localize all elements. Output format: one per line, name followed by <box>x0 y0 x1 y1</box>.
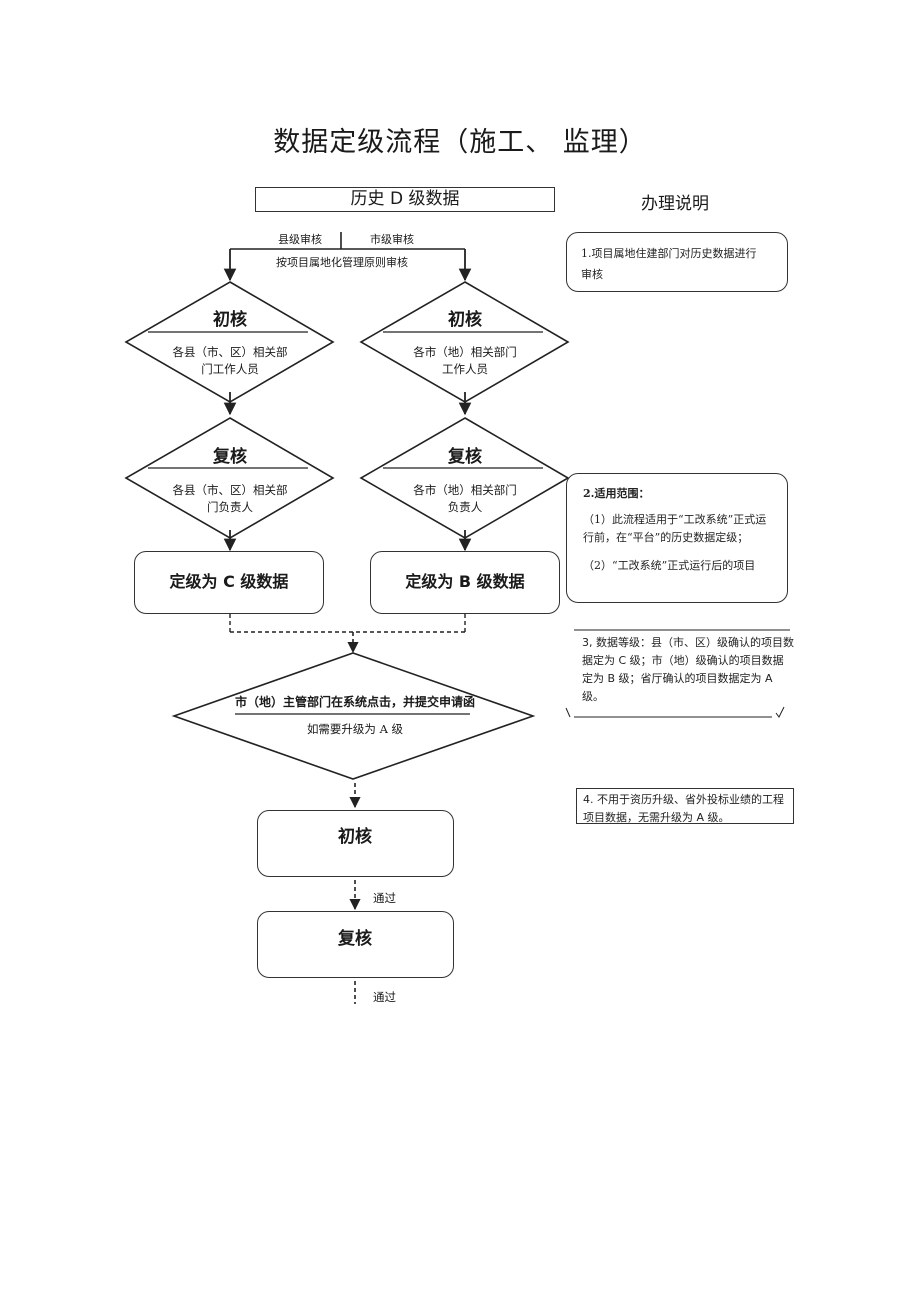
city-result-box: 定级为 B 级数据 <box>370 551 560 614</box>
city-review-label: 市级审核 <box>370 233 414 246</box>
city-second-title: 复核 <box>448 447 482 467</box>
city-initial-title: 初核 <box>448 310 482 330</box>
note-1-box: 1.项目属地住建部门对历史数据进行 审核 <box>566 232 788 292</box>
note-2-body: （1）此流程适用于“工改系统”正式运行前，在“平台”的历史数据定级； <box>583 513 767 544</box>
note-1-cut: 审核 <box>581 268 603 281</box>
city-second-sub: 各市（地）相关部门负责人 <box>413 483 517 514</box>
upgrade-initial-title: 初核 <box>338 827 372 847</box>
county-initial-title: 初核 <box>213 310 247 330</box>
note3-right-tick <box>775 706 785 718</box>
upgrade-second-title: 复核 <box>338 929 372 949</box>
upgrade-sub: 如需要升级为 A 级 <box>306 722 404 736</box>
note-2-title: 2.适用范围： <box>583 487 650 500</box>
explain-heading: 办理说明 <box>641 194 709 214</box>
page-title: 数据定级流程（施工、 监理） <box>273 127 647 158</box>
upgrade-second-box <box>257 911 454 978</box>
note-4-text: 4. 不用于资历升级、省外投标业绩的工程项目数据，无需升级为 A 级。 <box>583 793 784 824</box>
upgrade-initial-box <box>257 810 454 877</box>
upgrade-diamond <box>171 652 536 780</box>
county-initial-sub: 各县（市、区）相关部门工作人员 <box>172 345 288 376</box>
source-data-label: 历史 D 级数据 <box>350 189 460 209</box>
county-review-label: 县级审核 <box>278 233 322 246</box>
city-second-diamond <box>359 417 570 539</box>
county-result-box: 定级为 C 级数据 <box>134 551 324 614</box>
note-4-box: 4. 不用于资历升级、省外投标业绩的工程项目数据，无需升级为 A 级。 <box>576 788 794 824</box>
note-3-text: 3, 数据等级：县（市、区）级确认的项目数据定为 C 级；市（地）级确认的项目数… <box>582 636 794 703</box>
county-second-diamond <box>124 417 335 539</box>
county-second-title: 复核 <box>213 447 247 467</box>
source-data-box: 历史 D 级数据 <box>255 187 555 212</box>
county-second-sub: 各县（市、区）相关部门负责人 <box>172 483 288 514</box>
pass-label-1: 通过 <box>373 891 396 905</box>
review-principle-label: 按项目属地化管理原则审核 <box>276 256 408 269</box>
upgrade-title: 市（地）主管部门在系统点击，并提交申请函 <box>234 695 475 709</box>
city-result-label: 定级为 B 级数据 <box>405 572 525 591</box>
county-initial-diamond <box>124 281 335 403</box>
note-2-box: 2.适用范围： （1）此流程适用于“工改系统”正式运行前，在“平台”的历史数据定… <box>566 473 788 603</box>
note-1-text: 1.项目属地住建部门对历史数据进行 <box>581 247 757 260</box>
city-initial-sub: 各市（地）相关部门工作人员 <box>413 345 517 376</box>
note3-left-tick <box>565 707 571 718</box>
note-2-cut: （2）“工改系统”正式运行后的项目 <box>583 559 756 572</box>
city-initial-diamond <box>359 281 570 403</box>
county-result-label: 定级为 C 级数据 <box>169 572 289 591</box>
pass-label-2: 通过 <box>373 990 396 1004</box>
